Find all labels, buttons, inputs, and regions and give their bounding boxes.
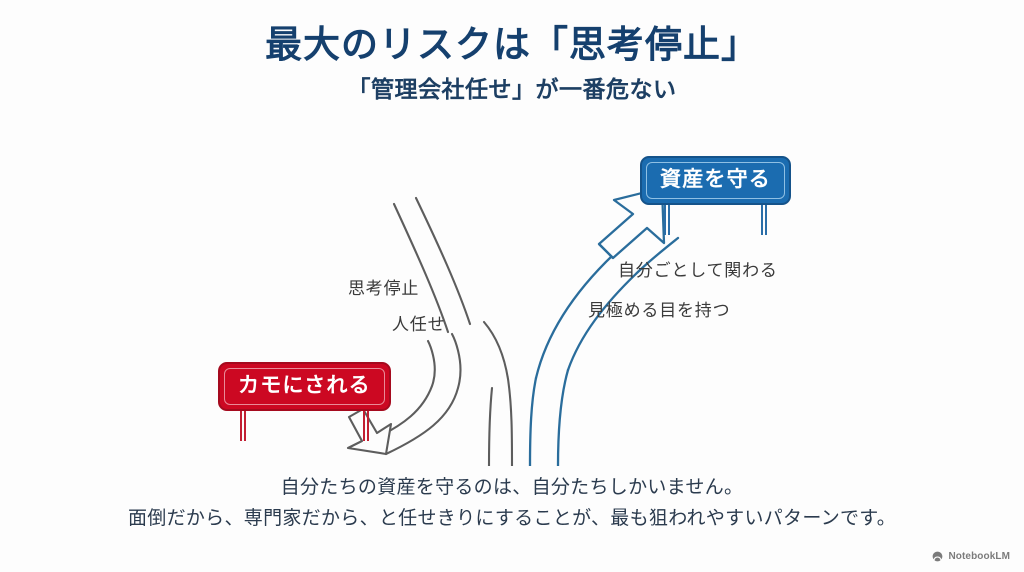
sign-post-left-blue [664,205,670,236]
gray-arrow-edge-outer [384,332,462,456]
sign-label-duped: カモにされる [238,374,371,397]
footer-line-1: 自分たちの資産を守るのは、自分たちしかいません。 [280,477,744,498]
sign-protect-assets[interactable]: 資産を守る [640,156,791,236]
sign-plate-red: カモにされる [218,362,391,412]
notebooklm-logo-icon [933,551,943,562]
notebooklm-watermark: NotebookLM [931,550,1010,563]
watermark-label: NotebookLM [948,551,1010,562]
gray-arrow-edge-inner [370,339,436,442]
page-subtitle: 「管理会社任せ」が一番危ない [347,75,677,102]
trunk-gray-line-left [487,386,494,466]
footer-line-2: 面倒だから、専門家だから、と任せきりにすることが、最も狙われやすいパターンです。 [127,507,896,529]
trunk-gray-line-right [482,320,514,466]
caption-leave-to-others: 人任せ [392,315,446,334]
blue-arrowhead-connector [598,243,614,259]
sign-post-left-red [240,411,246,442]
sign-plate-blue: 資産を守る [640,156,791,206]
footer-message: 自分たちの資産を守るのは、自分たちしかいません。 面倒だから、専門家だから、と任… [0,473,1024,535]
caption-discerning-eye: 見極める目を持つ [588,301,731,320]
left-branch-outer-line [414,196,472,326]
sign-posts-red [218,411,391,442]
left-branch-inner-line [392,202,450,334]
sign-label-protect: 資産を守る [660,168,771,191]
trunk-blue-line-right [556,368,570,466]
blue-arrow-edge-outer [566,236,680,372]
sign-post-right-blue [761,205,767,236]
sign-posts-blue [640,205,791,236]
page-title: 最大のリスクは「思考停止」 [265,24,759,65]
trunk-blue-line-left [528,376,538,466]
forked-road-diagram: 資産を守る カモにされる 思考停止 人任せ 自分ごとして関わる 見極める目を持つ [0,136,1024,466]
sign-post-right-red [362,411,369,442]
caption-thought-stop: 思考停止 [348,279,420,298]
gray-arrowhead [346,407,393,456]
sign-become-a-sucker[interactable]: カモにされる [218,362,391,442]
title-block: 最大のリスクは「思考停止」 「管理会社任せ」が一番危ない [0,24,1024,103]
road-paths-svg [346,186,680,466]
caption-own-involvement: 自分ごとして関わる [618,261,778,280]
